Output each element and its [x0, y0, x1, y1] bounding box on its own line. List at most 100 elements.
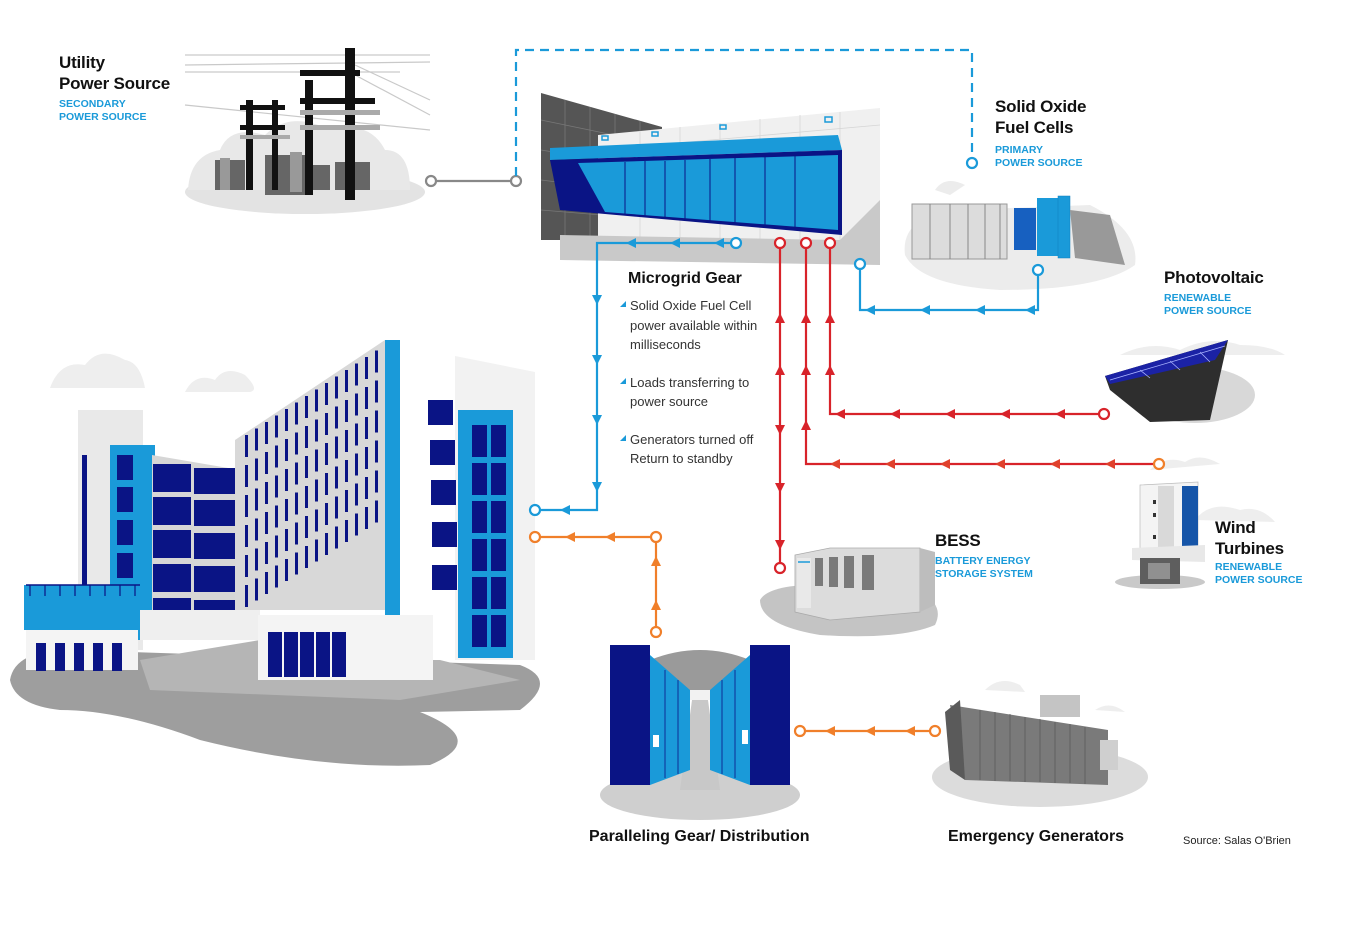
building-window [472, 615, 487, 647]
building-window [472, 501, 487, 533]
flow-arrow [975, 305, 985, 315]
bess-title: BESS [935, 531, 981, 550]
microgrid-step-2: Loads transferring to power source [620, 373, 780, 412]
building-window [295, 522, 298, 545]
utility-sub-1: SECONDARY [59, 98, 126, 110]
building-window [335, 436, 338, 459]
sofc-title-2: Fuel Cells [995, 118, 1074, 137]
building-window [355, 453, 358, 476]
building-window [305, 426, 308, 448]
building-window [325, 413, 328, 435]
connector-node [965, 156, 979, 170]
building-window [365, 447, 368, 469]
building-window [491, 425, 506, 457]
flow-arrow [1025, 305, 1035, 315]
building-window [472, 539, 487, 571]
flow-arrow [865, 305, 875, 315]
connector-node [928, 724, 942, 738]
flow-arrow [945, 409, 955, 419]
flow-arrow [1000, 409, 1010, 419]
flow-arrow [651, 556, 661, 566]
building-window [305, 456, 308, 478]
flow-arrow [670, 238, 680, 248]
wind-title-2: Turbines [1215, 539, 1284, 558]
building-window [325, 503, 328, 525]
sofc-sub-2: POWER SOURCE [995, 157, 1083, 169]
building-window [265, 452, 268, 474]
wind-sub-2: POWER SOURCE [1215, 574, 1303, 586]
flow-arrow [714, 238, 724, 248]
building-window [491, 615, 506, 647]
pv-sub-2: POWER SOURCE [1164, 305, 1252, 317]
building-window [365, 387, 368, 409]
utility-title-2: Power Source [59, 74, 170, 93]
building-window [265, 542, 268, 564]
building-window [265, 572, 268, 594]
building-window [285, 529, 288, 551]
pv-sub-1: RENEWABLE [1164, 292, 1232, 304]
building-window [315, 539, 318, 562]
building-window [285, 499, 288, 521]
building-window [491, 501, 506, 533]
building-window [255, 548, 258, 571]
flow-arrow [775, 425, 785, 435]
flow-arrow [835, 409, 845, 419]
connector-node [649, 530, 663, 544]
connector-node [1152, 457, 1166, 471]
connector-node [823, 236, 837, 250]
building-window [255, 428, 258, 451]
utility-title-1: Utility [59, 53, 105, 72]
building-window [295, 552, 298, 575]
step-1-line-1: Solid Oxide Fuel Cell [630, 298, 752, 313]
building-window [375, 470, 378, 493]
building-window [335, 466, 338, 489]
building-window [365, 477, 368, 499]
building-window [275, 535, 278, 558]
flow-arrow [592, 482, 602, 492]
building-window [255, 458, 258, 481]
wind-turbine-illustration [1115, 457, 1275, 589]
utility-substation-illustration [184, 48, 431, 214]
building-window [335, 376, 338, 399]
connector-node [424, 174, 438, 188]
flow-arrow [865, 726, 875, 736]
wind-title-1: Wind [1215, 518, 1256, 537]
building-window [355, 423, 358, 446]
building-window [325, 473, 328, 495]
flow-arrow [565, 532, 575, 542]
building-window [345, 490, 348, 512]
building-window [355, 483, 358, 506]
building-window [295, 462, 298, 485]
flow-arrow [626, 238, 636, 248]
building-window [315, 419, 318, 442]
flow-arrow [825, 313, 835, 323]
flow-arrow [830, 459, 840, 469]
utility-sub-2: POWER SOURCE [59, 111, 147, 123]
building-window [355, 393, 358, 416]
building-window [275, 565, 278, 588]
flow-arrow [605, 532, 615, 542]
step-1-line-3: milliseconds [630, 337, 701, 352]
building-window [491, 539, 506, 571]
flow-arrow [885, 459, 895, 469]
label-paralleling-gear: Paralleling Gear/ Distribution [589, 828, 810, 845]
connector-node [729, 236, 743, 250]
building-window [275, 505, 278, 528]
building-window [275, 415, 278, 438]
bullet-triangle-icon [620, 301, 626, 307]
microgrid-gear-panel: Microgrid Gear Solid Oxide Fuel Cell pow… [620, 270, 780, 487]
building-window [335, 496, 338, 519]
building-window [335, 406, 338, 429]
building-window [355, 513, 358, 536]
step-3-line-1: Generators turned off [630, 431, 754, 447]
building-window [295, 402, 298, 425]
building-window [491, 577, 506, 609]
building-window [315, 509, 318, 532]
building-window [472, 577, 487, 609]
building-window [375, 380, 378, 403]
step-2-line-1: Loads transferring to [630, 374, 750, 390]
building-window [265, 512, 268, 534]
